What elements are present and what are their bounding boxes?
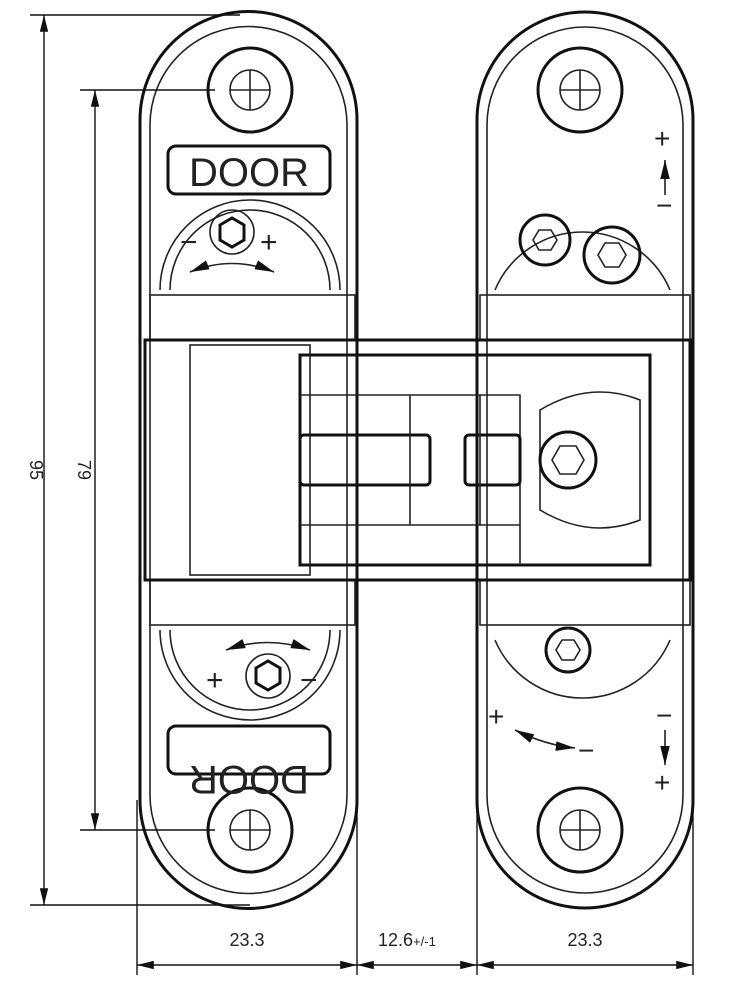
left-plate: DOOR DOOR − + + −	[138, 10, 359, 910]
screw-hole-icon	[536, 46, 624, 134]
plus-icon: +	[206, 664, 224, 697]
dim-right-width: 23.3	[567, 930, 602, 950]
minus-icon: −	[656, 190, 672, 221]
minus-icon: −	[180, 226, 198, 259]
right-plate: + − + − − +	[475, 10, 695, 910]
minus-icon: −	[300, 664, 318, 697]
screw-hole-icon	[206, 46, 294, 134]
door-label-bottom: DOOR	[189, 757, 309, 801]
plus-icon: +	[654, 767, 670, 798]
dim-gap: 12.6+/-1	[378, 930, 436, 950]
plus-icon: +	[260, 226, 278, 259]
minus-icon: −	[578, 735, 594, 766]
dim-overall-height: 95	[26, 460, 46, 480]
plus-icon: +	[488, 701, 504, 732]
hinge-body	[143, 338, 692, 582]
dim-left-width: 23.3	[229, 930, 264, 950]
screw-hole-icon	[536, 786, 624, 874]
plus-icon: +	[654, 123, 670, 154]
screw-hole-icon	[206, 786, 294, 874]
door-label-top: DOOR	[189, 151, 309, 195]
dimension-lines	[30, 14, 694, 975]
minus-icon: −	[656, 700, 672, 731]
dim-gap-value: 12.6	[378, 930, 413, 950]
dim-hole-spacing: 79	[74, 460, 94, 480]
dim-gap-tolerance: +/-1	[413, 934, 436, 949]
